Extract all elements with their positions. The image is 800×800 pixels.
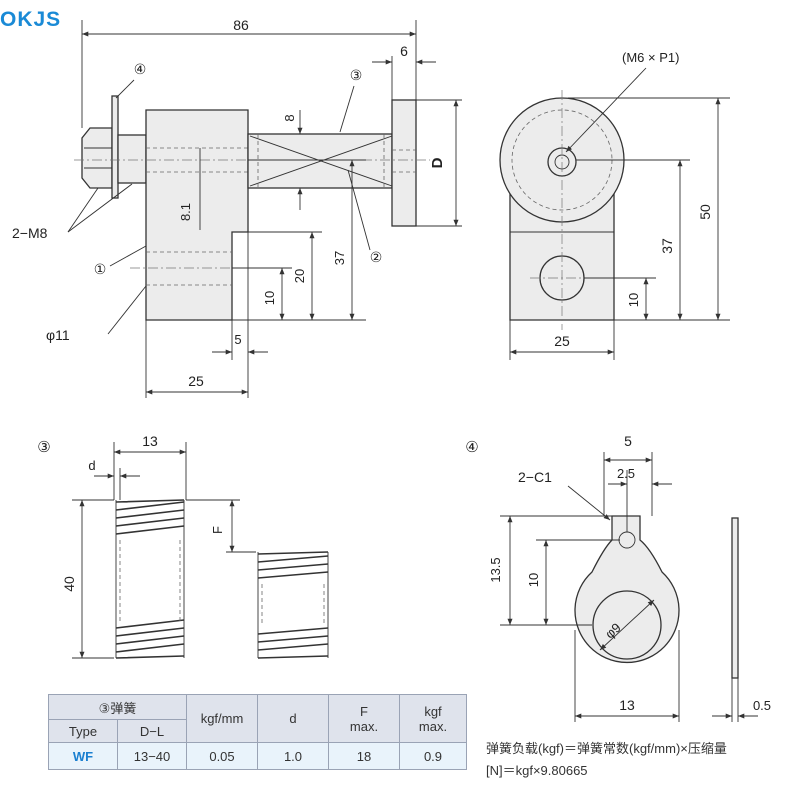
dim-10-front: 10	[626, 293, 641, 307]
table-header-f: F max.	[328, 694, 400, 743]
table-group-header: ③弹簧	[48, 694, 187, 720]
spring-detail: ③ 13 d 40 F	[37, 433, 329, 659]
dim-8: 8	[282, 114, 297, 121]
callout-3: ③	[350, 67, 363, 83]
spring-free	[115, 499, 185, 659]
spring-marker: ③	[37, 439, 50, 456]
dim-20: 20	[292, 269, 307, 283]
washer-detail: ④ 5 2.5 2−C1 13.5 10 φ9 13	[465, 433, 771, 722]
table-header-dl: D−L	[117, 719, 187, 743]
table-header-d: d	[257, 694, 329, 743]
label-phi11: φ11	[46, 327, 70, 343]
washer-dim-5: 5	[624, 433, 632, 449]
label-m6p1: (M6 × P1)	[622, 50, 679, 65]
label-2-m8: 2−M8	[12, 225, 48, 241]
formula-note: 弹簧负载(kgf)＝弹簧常数(kgf/mm)×压缩量 [N]＝kgf×9.806…	[486, 738, 727, 782]
spring-compressed	[257, 551, 329, 659]
table-header-type: Type	[48, 719, 118, 743]
callout-2: ②	[370, 249, 383, 265]
knob-part	[391, 99, 417, 227]
washer-part	[111, 95, 119, 199]
dim-37: 37	[332, 251, 347, 265]
dim-25-side: 25	[188, 373, 204, 389]
cell-kgf: 0.9	[399, 742, 467, 770]
front-view: (M6 × P1) 50 37 10 25	[499, 50, 730, 360]
dim-86: 86	[233, 17, 249, 33]
spring-spec-table: ③弹簧 kgf/mm d F max. kgf max. Type D−L WF…	[48, 694, 467, 770]
cell-dl: 13−40	[117, 742, 187, 770]
washer-dim-13-5: 13.5	[488, 557, 503, 582]
formula-line-1: 弹簧负载(kgf)＝弹簧常数(kgf/mm)×压缩量	[486, 741, 727, 756]
spring-dim-d: d	[88, 458, 95, 473]
dim-25-front: 25	[554, 333, 570, 349]
callout-4: ④	[134, 61, 147, 77]
dim-5: 5	[234, 332, 241, 347]
cell-f: 18	[328, 742, 400, 770]
washer-dim-2-5: 2.5	[617, 466, 635, 481]
dim-10: 10	[262, 291, 277, 305]
table-header-kgfmm: kgf/mm	[186, 694, 258, 743]
cell-type: WF	[48, 742, 118, 770]
brand-title: OKJS	[0, 8, 62, 31]
table-header-kgf: kgf max.	[399, 694, 467, 743]
spring-dim-f: F	[210, 526, 225, 534]
nut-part	[81, 127, 113, 189]
washer-marker: ④	[465, 439, 478, 456]
table-row: WF 13−40 0.05 1.0 18 0.9	[48, 742, 467, 770]
dim-37-front: 37	[659, 238, 675, 254]
formula-line-2: [N]＝kgf×9.80665	[486, 763, 588, 778]
spring-dim-40: 40	[61, 576, 77, 592]
body-part	[145, 109, 249, 321]
washer-label-c1: 2−C1	[518, 469, 552, 485]
washer-dim-10: 10	[526, 573, 541, 587]
callout-1: ①	[94, 261, 107, 277]
cell-kgfmm: 0.05	[186, 742, 258, 770]
dim-6: 6	[400, 43, 408, 59]
cell-d: 1.0	[257, 742, 329, 770]
washer-dim-13: 13	[619, 697, 635, 713]
dim-d: D	[429, 157, 446, 168]
dim-50: 50	[697, 204, 713, 220]
dim-8-1: 8.1	[178, 203, 193, 221]
washer-dim-0-5: 0.5	[753, 698, 771, 713]
side-view: 86 6 D 8 8.1 ④ ③ ② 2−M8 ① φ11	[12, 17, 462, 398]
spring-dim-13: 13	[142, 433, 158, 449]
